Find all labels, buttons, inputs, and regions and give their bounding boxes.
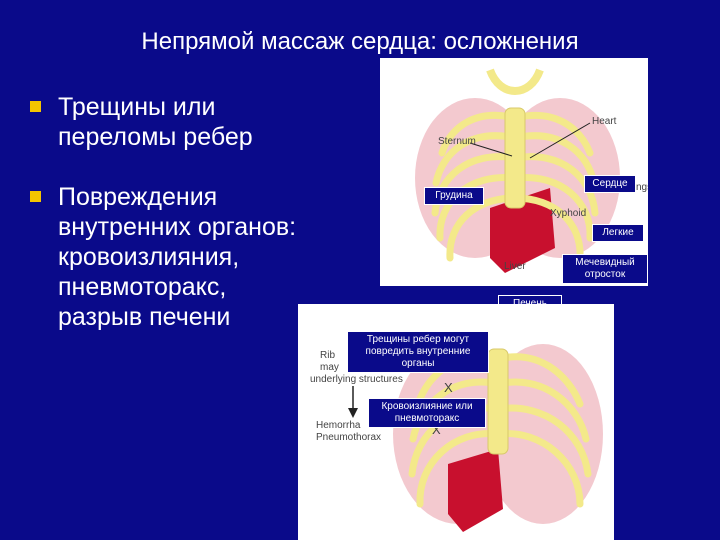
label-liver-en: Liver xyxy=(504,261,526,272)
label-ribs-en-1: Rib xyxy=(320,350,336,361)
label-ribs-en-3: underlying structures xyxy=(310,374,403,385)
bullet-list: Трещины или переломы ребер Повреждения в… xyxy=(28,92,298,362)
bullet-rib-fractures: Трещины или переломы ребер xyxy=(28,92,298,152)
label-hemo-en: Hemorrha xyxy=(316,420,361,431)
chest-illustration-top: Heart Sternum ngs Xyphoid Liver xyxy=(380,58,648,286)
label-pneumo-en: Pneumothorax xyxy=(316,432,382,443)
ribcage-illustration xyxy=(348,344,603,532)
label-heart: Сердце xyxy=(584,175,636,193)
label-heart-en: Heart xyxy=(592,116,617,127)
bullet-text: Повреждения внутренних органов: кровоизл… xyxy=(58,183,297,331)
label-hemorrhage: Кровоизлияние или пневмоторакс xyxy=(368,398,486,428)
bullet-square-icon xyxy=(30,191,41,202)
label-xyphoid-en: Xyphoid xyxy=(550,208,587,219)
label-sternum-en: Sternum xyxy=(438,136,476,147)
bullet-square-icon xyxy=(30,101,41,112)
label-sternum: Грудина xyxy=(424,187,484,205)
label-ribs-en-2: may xyxy=(320,362,339,373)
label-x-mark-1: X xyxy=(444,380,453,395)
label-x-mark-2: X xyxy=(432,422,441,437)
label-lungs: Легкие xyxy=(592,224,644,242)
ribcage-illustration xyxy=(415,68,620,273)
bullet-text: Трещины или переломы ребер xyxy=(58,93,253,151)
label-lungs-en: ngs xyxy=(636,182,648,193)
bullet-organ-damage: Повреждения внутренних органов: кровоизл… xyxy=(28,182,298,332)
label-rib-cracks: Трещины ребер могут повредить внутренние… xyxy=(347,331,489,373)
label-xiphoid: Мечевидный отросток xyxy=(562,254,648,284)
slide-title: Непрямой массаж сердца: осложнения xyxy=(141,28,579,55)
